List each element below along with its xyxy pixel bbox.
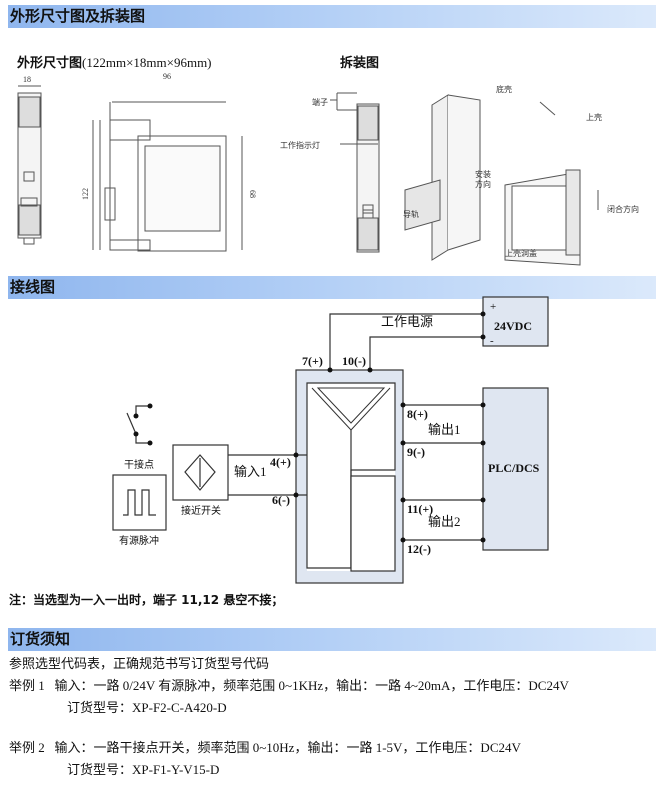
output-1-label: 输出1 bbox=[428, 422, 461, 437]
wiring-note: 注：当选型为一入一出时，端子 11,12 悬空不接； bbox=[9, 593, 284, 607]
dimensions-subtitle-text: 外形尺寸图 bbox=[17, 56, 83, 71]
label-indicator: 工作指示灯 bbox=[280, 140, 320, 150]
section-header-ordering: 订货须知 bbox=[8, 628, 656, 651]
plc-label: PLC/DCS bbox=[488, 461, 540, 475]
power-supply-label: 24VDC bbox=[494, 319, 532, 333]
dimension-drawing: 18 96 122 68 端子 工作指示灯 底壳 上壳 安装 方向 导轨 闭合方… bbox=[17, 72, 639, 266]
dim-face-label: 68 bbox=[248, 190, 257, 198]
label-install-dir-1: 安装 bbox=[475, 169, 491, 179]
section-header-dimensions: 外形尺寸图及拆装图 bbox=[8, 5, 656, 28]
example-label: 举例 2 bbox=[9, 740, 45, 755]
label-install-dir-2: 方向 bbox=[475, 179, 491, 189]
dry-contact-icon bbox=[126, 405, 150, 444]
terminal-10-label: 10(-) bbox=[342, 354, 366, 368]
ordering-intro: 参照选型代码表，正确规范书写订货型号代码 bbox=[9, 656, 270, 671]
terminal-11-label: 11(+) bbox=[407, 502, 433, 516]
output-2-label: 输出2 bbox=[428, 514, 461, 529]
power-plus-label: + bbox=[490, 301, 496, 313]
dimensions-size: (122mm×18mm×96mm) bbox=[82, 55, 212, 70]
terminal-7-label: 7(+) bbox=[302, 354, 323, 368]
dry-contact-label: 干接点 bbox=[124, 458, 154, 471]
wiring-diagram: 工作电源 + - 24VDC 7(+) 10(-) 8(+) 9(-) 11(+… bbox=[112, 296, 549, 584]
input-1-label: 输入1 bbox=[234, 464, 267, 479]
dim-width-label: 18 bbox=[23, 75, 31, 84]
proximity-sensor-icon bbox=[184, 454, 216, 491]
terminal-8-label: 8(+) bbox=[407, 407, 428, 421]
label-top-shell: 上壳 bbox=[586, 112, 602, 122]
section-header-wiring: 接线图 bbox=[8, 276, 656, 299]
assembly-subtitle: 拆装图 bbox=[340, 56, 380, 71]
label-rail: 导轨 bbox=[403, 209, 419, 219]
plc-box bbox=[482, 387, 549, 551]
example-2-code: 订货型号：XP-F1-Y-V15-D bbox=[67, 762, 220, 777]
example-1-code: 订货型号：XP-F2-C-A420-D bbox=[67, 700, 227, 715]
proximity-switch-box bbox=[172, 444, 229, 501]
dim-height-label: 122 bbox=[81, 188, 90, 200]
terminal-9-label: 9(-) bbox=[407, 445, 425, 459]
pulse-source-box bbox=[112, 474, 167, 531]
power-minus-wire bbox=[369, 336, 483, 370]
pulse-icon bbox=[123, 489, 156, 516]
example-1: 举例 1 输入：一路 0/24V 有源脉冲，频率范围 0~1KHz，输出：一路 … bbox=[9, 675, 569, 694]
proximity-switch-label: 接近开关 bbox=[181, 504, 221, 517]
dimensions-subtitle: 外形尺寸图(122mm×18mm×96mm) bbox=[17, 52, 212, 71]
example-desc: 输入：一路 0/24V 有源脉冲，频率范围 0~1KHz，输出：一路 4~20m… bbox=[54, 678, 569, 693]
example-label: 举例 1 bbox=[9, 678, 45, 693]
terminal-4-label: 4(+) bbox=[270, 455, 291, 469]
example-desc: 输入：一路干接点开关，频率范围 0~10Hz，输出：一路 1-5V，工作电压：D… bbox=[54, 740, 521, 755]
label-close-dir: 闭合方向 bbox=[607, 204, 639, 214]
terminal-6-label: 6(-) bbox=[272, 493, 290, 507]
power-label: 工作电源 bbox=[381, 314, 433, 329]
label-top-cover: 上壳洞盖 bbox=[505, 248, 537, 258]
example-2: 举例 2 输入：一路干接点开关，频率范围 0~10Hz，输出：一路 1-5V，工… bbox=[9, 737, 521, 756]
label-bottom-shell: 底壳 bbox=[496, 84, 512, 94]
terminal-12-label: 12(-) bbox=[407, 542, 431, 556]
power-plus-wire bbox=[329, 313, 483, 370]
label-terminal: 端子 bbox=[312, 97, 328, 107]
power-minus-label: - bbox=[490, 335, 494, 347]
active-pulse-label: 有源脉冲 bbox=[119, 534, 159, 547]
power-supply-box bbox=[482, 296, 549, 347]
dim-depth-label: 96 bbox=[163, 72, 171, 81]
